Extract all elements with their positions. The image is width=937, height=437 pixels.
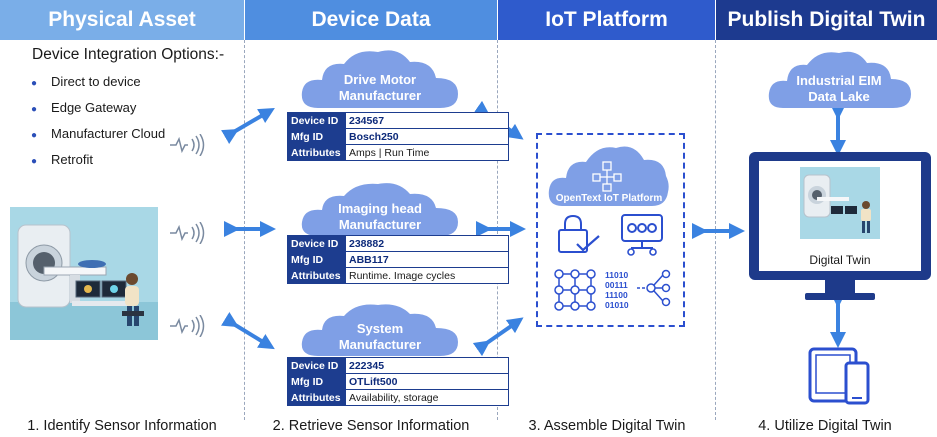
control-panel-icon: [621, 214, 663, 256]
iot-platform-box: [536, 133, 685, 327]
wireless-signal-icon: [170, 134, 205, 156]
caption-step-2: 2. Retrieve Sensor Information: [272, 418, 470, 434]
binary-data-icon: 11010 00111 11100 01010: [605, 270, 629, 310]
divider-1: [244, 40, 245, 420]
header-physical-asset: Physical Asset: [0, 0, 244, 40]
divider-3: [715, 40, 716, 420]
monitor-display: [749, 152, 931, 300]
padlock-check-icon: [558, 214, 600, 253]
neural-grid-icon: [554, 269, 596, 311]
arrow-system-to-iot: [472, 317, 524, 357]
integration-option: ●Edge Gateway: [31, 100, 137, 115]
mri-scanner-illustration: [10, 207, 158, 340]
cloud-imaging-head: [301, 183, 458, 236]
wireless-signal-icon: [170, 222, 205, 244]
data-distribution-icon: [637, 269, 671, 307]
caption-step-3: 3. Assemble Digital Twin: [528, 418, 686, 434]
integration-option: ●Manufacturer Cloud: [31, 126, 166, 141]
tablet-phone-icon: [808, 347, 870, 405]
arrow-asset-to-drive: [221, 107, 275, 144]
cloud-system: [301, 304, 458, 356]
integration-option: ●Direct to device: [31, 74, 141, 89]
cloud-drive-motor: [301, 50, 458, 108]
caption-step-4: 4. Utilize Digital Twin: [758, 418, 892, 434]
header-iot-platform: IoT Platform: [498, 0, 715, 40]
integration-title: Device Integration Options:-: [32, 46, 225, 63]
cloud-iot-platform: [548, 146, 669, 206]
caption-step-1: 1. Identify Sensor Information: [27, 418, 217, 434]
digital-twin-screen-label: Digital Twin: [809, 253, 871, 267]
cloud-data-lake: [768, 51, 911, 108]
network-icon: [592, 161, 622, 192]
integration-option: ●Retrofit: [31, 152, 93, 167]
iot-platform-label: OpenText IoT Platform: [555, 193, 663, 204]
header-publish-digital-twin: Publish Digital Twin: [716, 0, 937, 40]
wireless-signal-icon: [170, 315, 205, 337]
arrow-asset-to-system: [221, 312, 275, 350]
header-device-data: Device Data: [245, 0, 497, 40]
